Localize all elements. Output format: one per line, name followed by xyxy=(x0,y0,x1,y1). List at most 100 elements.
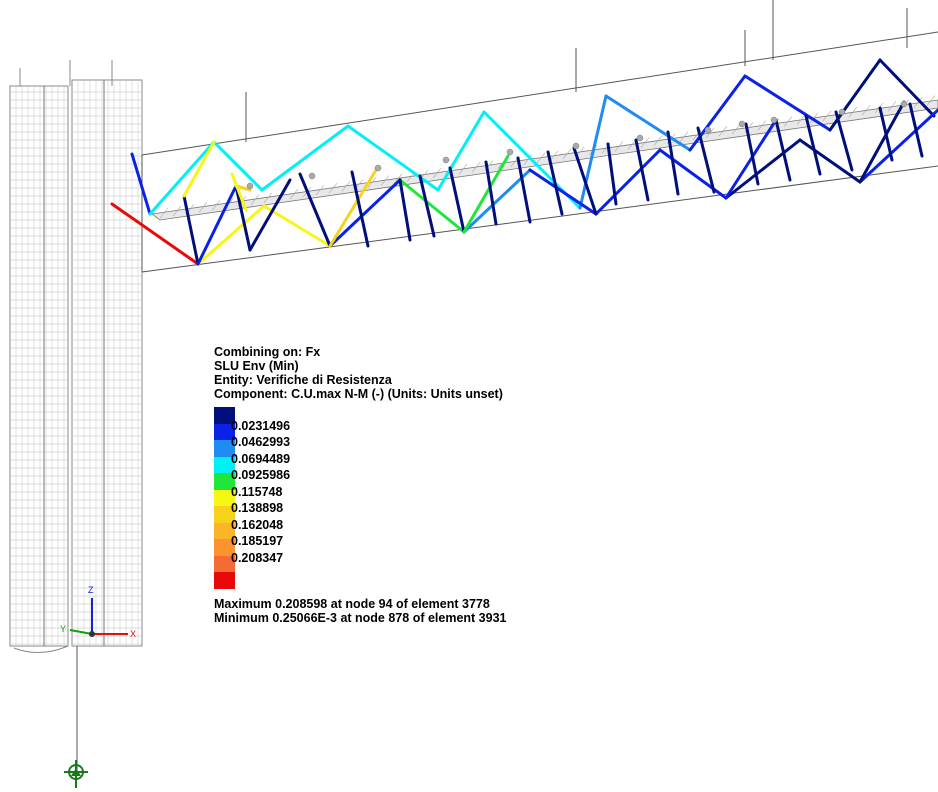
truss-member xyxy=(484,160,498,226)
truss-member xyxy=(148,140,216,216)
truss-member xyxy=(462,168,532,234)
truss-member xyxy=(572,146,598,216)
truss-member xyxy=(594,148,662,216)
legend-value: 0.0694489 xyxy=(231,451,291,466)
truss-members xyxy=(110,58,938,266)
truss-member xyxy=(666,130,680,196)
deck-node xyxy=(636,134,644,142)
legend-minimum: Minimum 0.25066E-3 at node 878 of elemen… xyxy=(214,611,507,625)
legend-swatch xyxy=(214,456,235,474)
legend-swatch xyxy=(214,572,235,589)
z-axis-label: Z xyxy=(88,585,94,595)
truss-member xyxy=(462,154,510,234)
legend-swatch xyxy=(214,440,235,457)
legend-swatch xyxy=(214,555,235,573)
deck-node xyxy=(572,142,580,150)
truss-member xyxy=(196,204,266,266)
truss-member xyxy=(436,110,486,192)
truss-member xyxy=(234,184,252,252)
legend-value: 0.0462993 xyxy=(231,435,291,449)
legend-swatch xyxy=(214,522,235,540)
legend-swatch xyxy=(214,489,235,507)
legend-envelope: SLU Env (Min) xyxy=(214,359,299,373)
truss-member xyxy=(634,138,650,202)
truss-member xyxy=(260,124,350,192)
truss-member xyxy=(328,168,378,248)
deck-outline xyxy=(76,0,938,770)
truss-member xyxy=(744,122,760,186)
truss-member xyxy=(858,100,906,184)
truss-member xyxy=(230,172,248,212)
legend-combining: Combining on: Fx xyxy=(214,345,321,359)
truss-member xyxy=(516,156,532,224)
truss-member xyxy=(774,118,792,182)
deck-node xyxy=(770,116,778,124)
truss-member xyxy=(604,94,692,152)
truss-member xyxy=(212,140,264,192)
truss-member xyxy=(804,114,822,176)
truss-member xyxy=(196,184,238,266)
legend-maximum: Maximum 0.208598 at node 94 of element 3… xyxy=(214,597,490,611)
results-legend: Combining on: Fx SLU Env (Min) Entity: V… xyxy=(214,345,594,625)
truss-member xyxy=(346,124,440,192)
contour-scale: 0.0231496 0.0462993 0.0694489 0.0925986 0.11… xyxy=(214,407,594,589)
truss-member xyxy=(130,152,152,216)
x-axis-label: X xyxy=(130,629,136,639)
legend-value: 0.115748 xyxy=(231,484,283,499)
truss-member xyxy=(798,138,862,184)
truss-member xyxy=(448,166,466,234)
truss-member xyxy=(743,74,832,132)
support-symbol-icon[interactable] xyxy=(64,760,88,788)
deck-node xyxy=(442,156,450,164)
deck-nodes xyxy=(246,100,908,190)
truss-member xyxy=(858,108,938,184)
truss-member xyxy=(248,178,292,252)
truss-member xyxy=(878,58,936,118)
truss-member xyxy=(328,178,402,248)
wall-mesh xyxy=(9,60,143,653)
legend-value: 0.208347 xyxy=(231,550,284,565)
legend-swatch xyxy=(214,539,235,556)
truss-member xyxy=(724,118,778,200)
truss-member xyxy=(110,202,200,266)
truss-member xyxy=(528,168,598,216)
legend-component: Component: C.U.max N-M (-) (Units: Units… xyxy=(214,387,503,401)
truss-member xyxy=(418,174,436,238)
truss-member xyxy=(298,172,332,248)
truss-member xyxy=(182,140,216,198)
deck-node xyxy=(900,100,908,108)
deck-node xyxy=(246,182,254,190)
truss-member xyxy=(578,94,608,210)
truss-member xyxy=(350,170,370,248)
deck-node xyxy=(738,120,746,128)
truss-member xyxy=(696,126,716,194)
truss-member xyxy=(724,138,802,200)
truss-member xyxy=(878,106,894,162)
truss-member xyxy=(606,142,618,206)
deck-node xyxy=(704,126,712,134)
truss-member xyxy=(262,204,332,248)
truss-member xyxy=(398,178,466,234)
legend-value: 0.185197 xyxy=(231,534,284,548)
deck-node xyxy=(374,164,382,172)
truss-member xyxy=(546,150,564,216)
axis-triad: Z X Y xyxy=(60,585,136,639)
legend-value: 0.0925986 xyxy=(231,468,291,482)
truss-member xyxy=(658,148,728,200)
deck-node xyxy=(838,108,846,116)
truss-member xyxy=(834,110,854,172)
legend-value: 0.138898 xyxy=(231,501,284,515)
legend-swatch xyxy=(214,473,235,490)
legend-value: 0.162048 xyxy=(231,517,284,532)
legend-swatch xyxy=(214,506,235,523)
legend-entity: Entity: Verifiche di Resistenza xyxy=(214,373,392,387)
deck-node xyxy=(308,172,316,180)
legend-swatch xyxy=(214,423,235,441)
truss-member xyxy=(182,194,200,266)
legend-extremes: Maximum 0.208598 at node 94 of element 3… xyxy=(214,597,506,625)
legend-value: 0.0231496 xyxy=(231,418,291,433)
truss-member xyxy=(398,178,412,242)
truss-member xyxy=(908,102,924,158)
legend-swatch xyxy=(214,407,235,424)
